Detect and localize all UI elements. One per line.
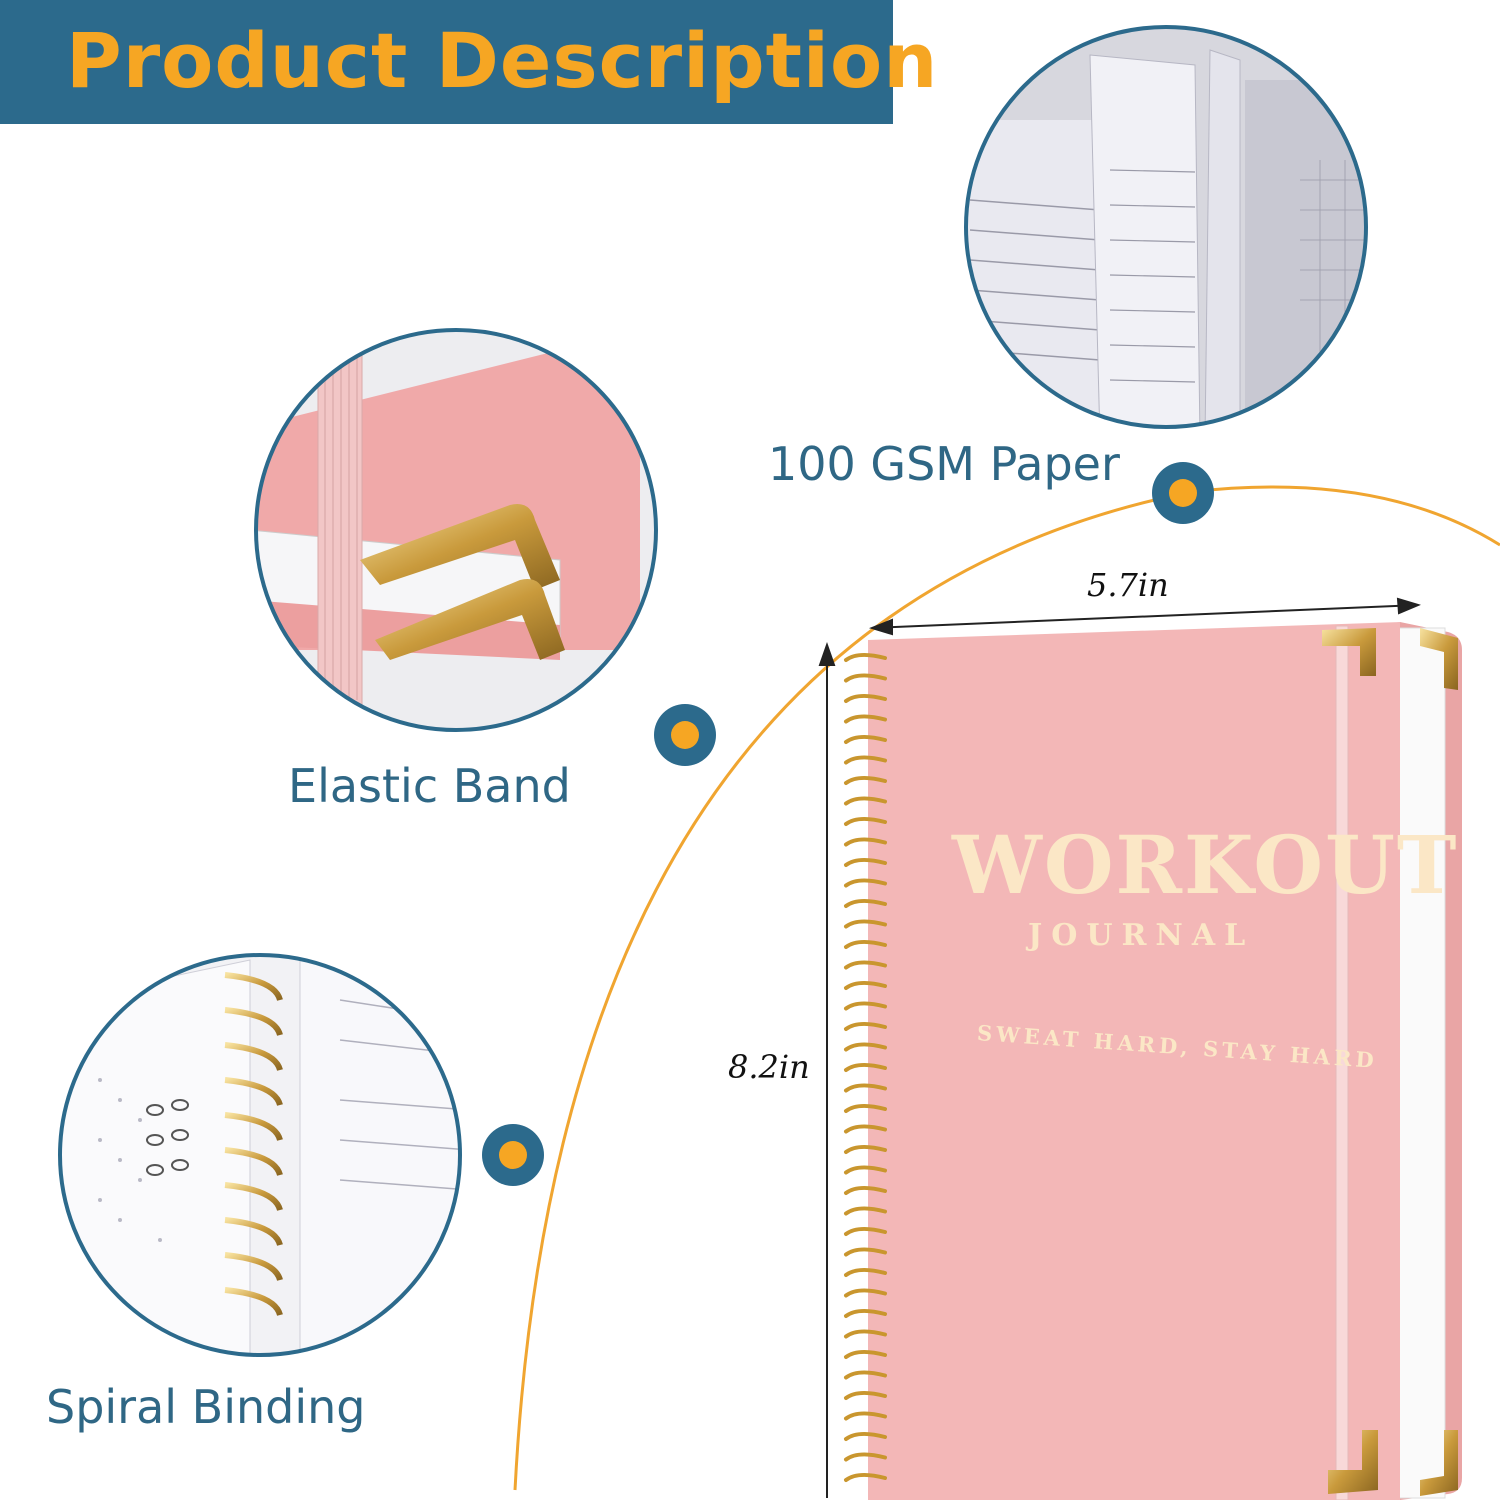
connector-arc: [513, 485, 1500, 1491]
spiral-ring: [844, 1432, 887, 1441]
spiral-ring: [844, 735, 887, 744]
feature-label-elastic: Elastic Band: [288, 759, 571, 813]
cover-subtitle: JOURNAL: [1028, 918, 1255, 953]
spiral-circle-frame: [58, 953, 462, 1357]
spiral-ring: [844, 1206, 887, 1216]
marker-paper: [1152, 462, 1214, 524]
spiral-ring: [844, 960, 887, 970]
spiral-ring: [844, 1022, 887, 1031]
spiral-ring: [844, 1001, 887, 1011]
spiral-ring: [844, 1124, 887, 1134]
spiral-ring: [844, 899, 887, 908]
spiral-ring: [844, 1083, 887, 1093]
spiral-binding-photo: [60, 955, 460, 1355]
spiral-ring: [844, 1473, 887, 1482]
spiral-ring: [844, 1268, 887, 1277]
spiral-ring: [844, 1391, 887, 1400]
spiral-ring: [844, 858, 887, 867]
spiral-ring: [844, 776, 887, 785]
spiral-ring: [844, 1452, 887, 1462]
spiral-ring: [844, 1329, 887, 1339]
elastic-circle-frame: [254, 328, 658, 732]
spiral-ring: [844, 817, 887, 826]
notebook-product: [844, 622, 1462, 1500]
spiral-ring: [844, 940, 887, 949]
paper-circle-frame: [964, 25, 1368, 429]
spiral-ring: [844, 755, 887, 765]
spiral-ring: [844, 1247, 887, 1257]
spiral-ring: [844, 1186, 887, 1195]
cover-title: WORKOUT: [952, 818, 1459, 912]
spiral-ring: [844, 653, 887, 662]
spiral-ring: [844, 1411, 887, 1421]
width-dimension-label: 5.7in: [1087, 566, 1169, 604]
spiral-ring: [844, 1145, 887, 1154]
feature-label-paper: 100 GSM Paper: [768, 437, 1120, 491]
spiral-ring: [844, 1104, 887, 1113]
paper-detail-photo: [966, 27, 1366, 427]
feature-label-spiral: Spiral Binding: [46, 1380, 366, 1434]
elastic-band-photo: [256, 330, 656, 730]
marker-spiral: [482, 1124, 544, 1186]
spiral-ring: [844, 1063, 887, 1072]
width-dimension-line: [868, 597, 1421, 636]
header-banner: Product Description: [0, 0, 937, 124]
spiral-ring: [844, 837, 887, 847]
spiral-ring: [844, 796, 887, 806]
banner-title: Product Description: [66, 16, 939, 105]
marker-elastic: [654, 704, 716, 766]
spiral-ring: [844, 694, 887, 703]
spiral-ring: [844, 714, 887, 724]
spiral-ring: [844, 1350, 887, 1359]
height-dimension-label: 8.2in: [728, 1048, 810, 1086]
spiral-ring: [844, 1227, 887, 1236]
spiral-ring: [844, 1309, 887, 1318]
spiral-ring: [844, 1370, 887, 1380]
spiral-ring: [844, 1165, 887, 1175]
spiral-ring: [844, 673, 887, 683]
spiral-ring: [844, 981, 887, 990]
spiral-ring: [844, 878, 887, 888]
spiral-ring: [844, 919, 887, 929]
spiral-ring: [844, 1288, 887, 1298]
spiral-ring: [844, 1042, 887, 1052]
height-dimension-line: [818, 641, 836, 1498]
